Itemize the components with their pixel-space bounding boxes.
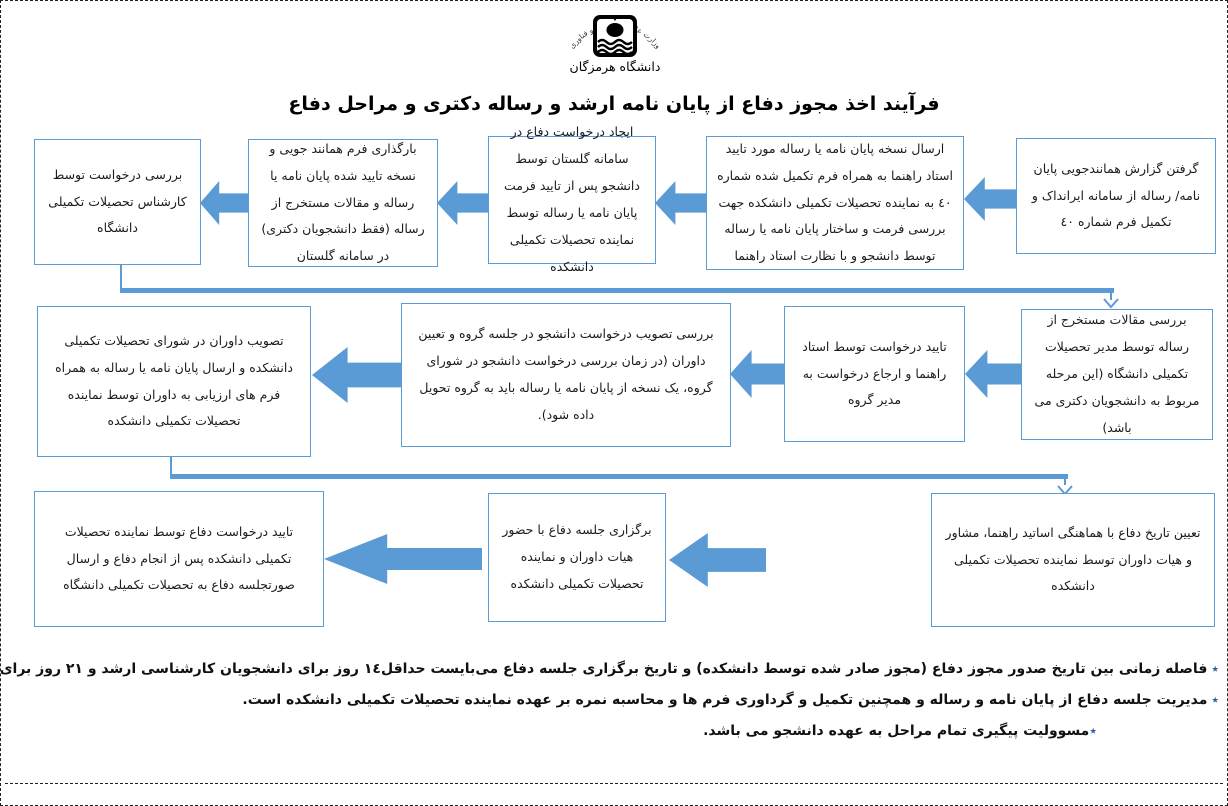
note-text: مدیریت جلسه دفاع از پایان نامه و رساله و…: [242, 692, 1208, 708]
flow-arrow-left-icon: [324, 534, 482, 584]
flow-step-r2-4: تصویب داوران در شورای تحصیلات تکمیلی دان…: [37, 306, 311, 457]
connector-line: [1064, 479, 1066, 485]
flow-arrow-left-icon: [200, 181, 248, 225]
flow-arrow-left-icon: [312, 347, 401, 403]
flow-arrow-left-icon: [655, 181, 706, 225]
flow-step-r2-1: بررسی مقالات مستخرج از رساله توسط مدیر ت…: [1021, 309, 1213, 440]
university-name: دانشگاه هرمزگان: [569, 59, 661, 74]
note-star-icon: ٭: [1211, 692, 1219, 708]
note-star-icon: ٭: [1089, 723, 1097, 739]
connector-line: [120, 288, 1114, 293]
note-line-1: ٭فاصله زمانی بین تاریخ صدور مجوز دفاع (م…: [0, 661, 1219, 677]
note-star-icon: ٭: [1211, 661, 1219, 677]
note-line-2: ٭مدیریت جلسه دفاع از پایان نامه و رساله …: [242, 692, 1219, 708]
flow-step-r2-2: تایید درخواست توسط استاد راهنما و ارجاع …: [784, 306, 965, 442]
university-logo: وزارت علوم، تحقیقات و فناوری: [540, 3, 690, 61]
bottom-divider: [5, 783, 1223, 784]
flow-step-r1-5: بررسی درخواست توسط کارشناس تحصیلات تکمیل…: [34, 139, 201, 265]
flow-arrow-left-icon: [730, 350, 784, 398]
flow-step-r1-4: بارگذاری فرم همانند جویی و نسخه تایید شد…: [248, 139, 438, 267]
flow-step-r3-1: تعیین تاریخ دفاع با هماهنگی اساتید راهنم…: [931, 493, 1215, 627]
note-line-3: ٭مسوولیت پیگیری تمام مراحل به عهده دانشج…: [703, 723, 1097, 739]
flow-step-r1-3: ایجاد درخواست دفاع در سامانه گلستان توسط…: [488, 124, 656, 274]
connector-arrowhead-icon: [1103, 298, 1119, 309]
note-text: فاصله زمانی بین تاریخ صدور مجوز دفاع (مج…: [0, 661, 1208, 677]
flow-arrow-left-icon: [965, 350, 1021, 398]
connector-line: [170, 474, 1068, 479]
connector-line: [120, 265, 122, 291]
flow-step-r3-2: برگزاری جلسه دفاع با حضور هیات داوران و …: [488, 493, 666, 622]
flow-arrow-left-icon: [669, 533, 766, 587]
flow-step-r3-3: تایید درخواست دفاع توسط نماینده تحصیلات …: [34, 491, 324, 627]
connector-line: [170, 457, 172, 477]
flow-arrow-left-icon: [964, 177, 1016, 221]
note-text: مسوولیت پیگیری تمام مراحل به عهده دانشجو…: [703, 723, 1090, 739]
book-logo-icon: وزارت علوم، تحقیقات و فناوری: [567, 15, 663, 57]
page-title: فرآیند اخذ مجوز دفاع از پایان نامه ارشد …: [288, 93, 940, 115]
flow-step-r2-3: بررسی تصویب درخواست دانشجو در جلسه گروه …: [401, 303, 731, 447]
flow-step-r1-1: گرفتن گزارش همانندجویی پایان نامه/ رساله…: [1016, 138, 1216, 254]
flow-step-r1-2: ارسال نسخه پایان نامه یا رساله مورد تایی…: [706, 136, 964, 270]
connector-line: [1110, 293, 1112, 300]
flow-arrow-left-icon: [437, 181, 488, 225]
